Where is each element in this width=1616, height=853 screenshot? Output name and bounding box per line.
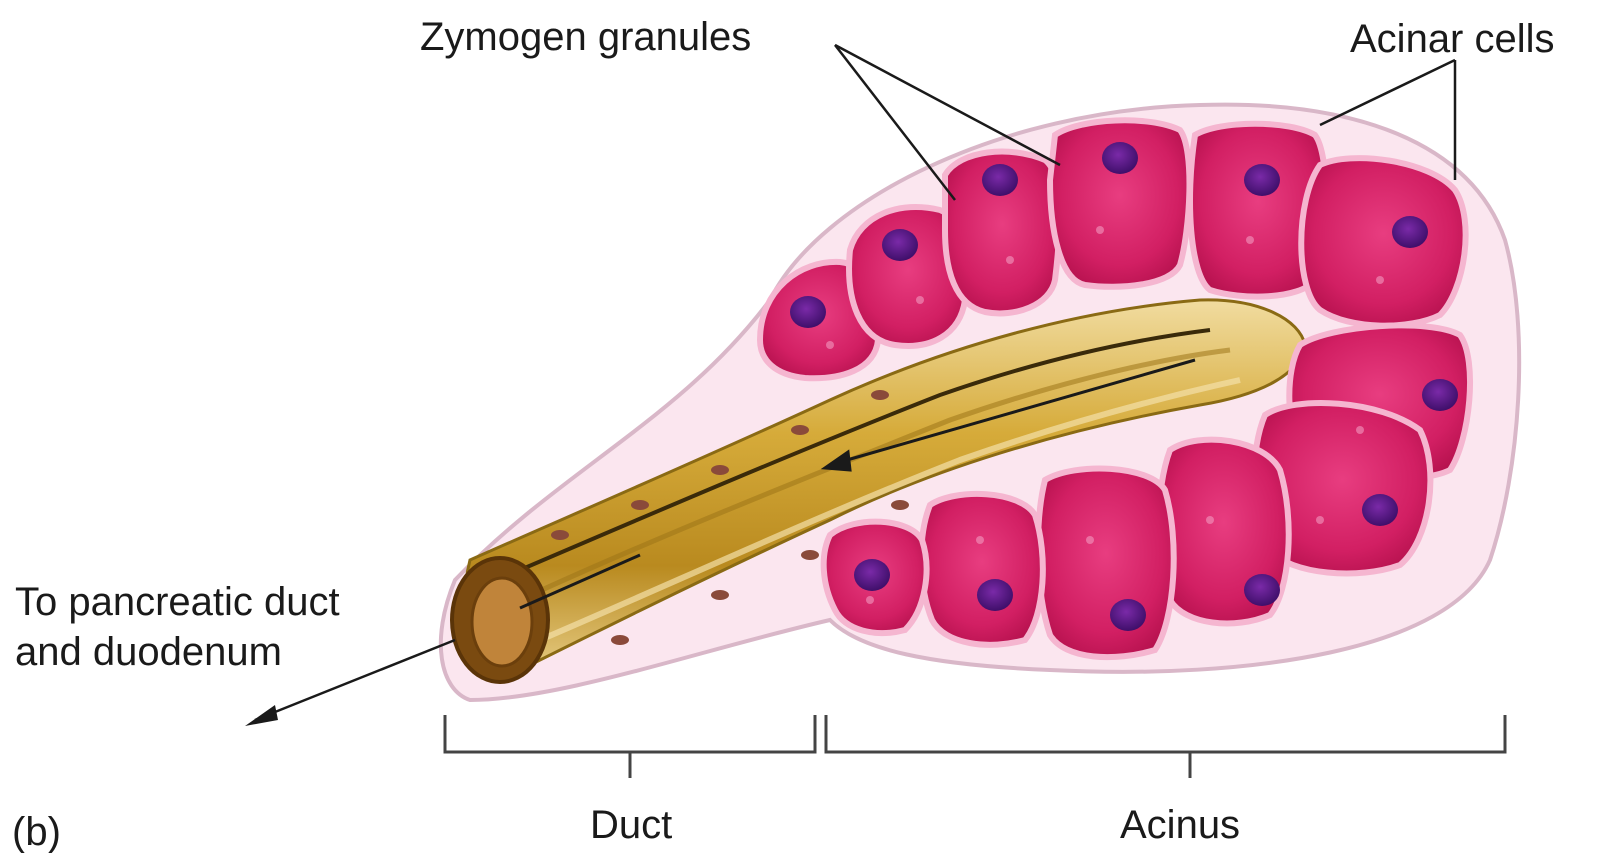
label-zymogen-granules: Zymogen granules [420,15,751,59]
label-acinus: Acinus [1120,803,1240,847]
duct-opening-inner [472,578,532,666]
label-to-pancreatic-duct: To pancreatic duct [15,580,340,624]
acinar-cell [921,494,1043,645]
acinus-bracket [826,715,1505,752]
duct-bracket [445,715,815,752]
pancreatic-duct-arrowhead [245,705,278,726]
acinar-cell [1301,158,1465,326]
brackets [445,715,1505,778]
acinar-cell [1038,469,1174,658]
label-and-duodenum: and duodenum [15,630,282,674]
label-duct: Duct [590,803,672,847]
label-acinar-cells: Acinar cells [1350,17,1555,61]
label-panel-b: (b) [12,810,61,853]
